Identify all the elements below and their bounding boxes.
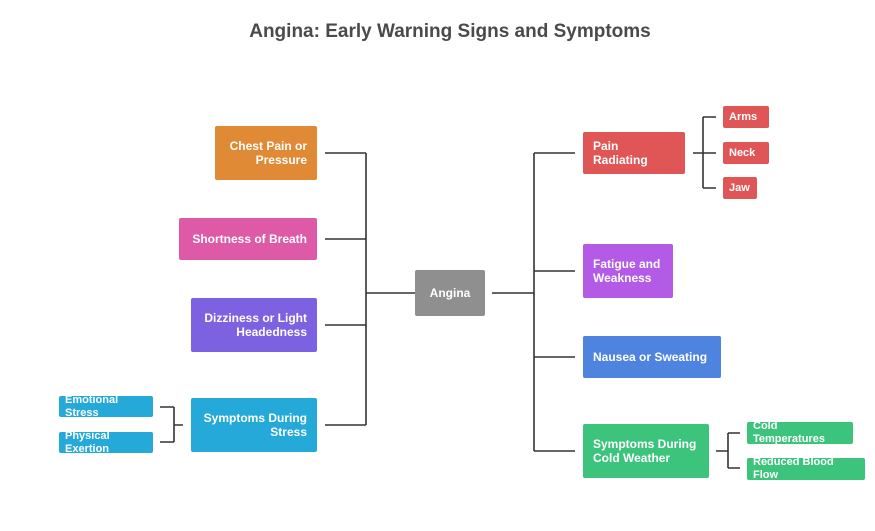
node-symptoms-during-stress: Symptoms During Stress [191, 398, 317, 452]
connector-cold-children [716, 432, 740, 469]
diagram-title: Angina: Early Warning Signs and Symptoms [249, 21, 651, 42]
node-shortness-of-breath: Shortness of Breath [179, 218, 317, 260]
leaf-arms: Arms [723, 106, 769, 128]
leaf-cold-temperatures: Cold Temperatures [747, 420, 853, 445]
connector-radiating-children [693, 116, 716, 189]
node-nausea-sweating: Nausea or Sweating [583, 336, 721, 378]
leaf-reduced-blood-flow: Reduced Blood Flow [747, 456, 865, 481]
node-pain-radiating: Pain Radiating [583, 132, 685, 174]
node-angina-center: Angina [415, 270, 485, 316]
leaf-jaw: Jaw [723, 177, 757, 199]
node-dizziness: Dizziness or Light Headedness [191, 298, 317, 352]
node-fatigue-weakness: Fatigue and Weakness [583, 244, 673, 298]
node-symptoms-cold-weather: Symptoms During Cold Weather [583, 424, 709, 478]
leaf-emotional-stress: Emotional Stress [59, 394, 153, 419]
connector-stress-children [160, 406, 183, 443]
leaf-physical-exertion: Physical Exertion [59, 430, 153, 455]
node-chest-pain: Chest Pain or Pressure [215, 126, 317, 180]
leaf-neck: Neck [723, 142, 769, 164]
